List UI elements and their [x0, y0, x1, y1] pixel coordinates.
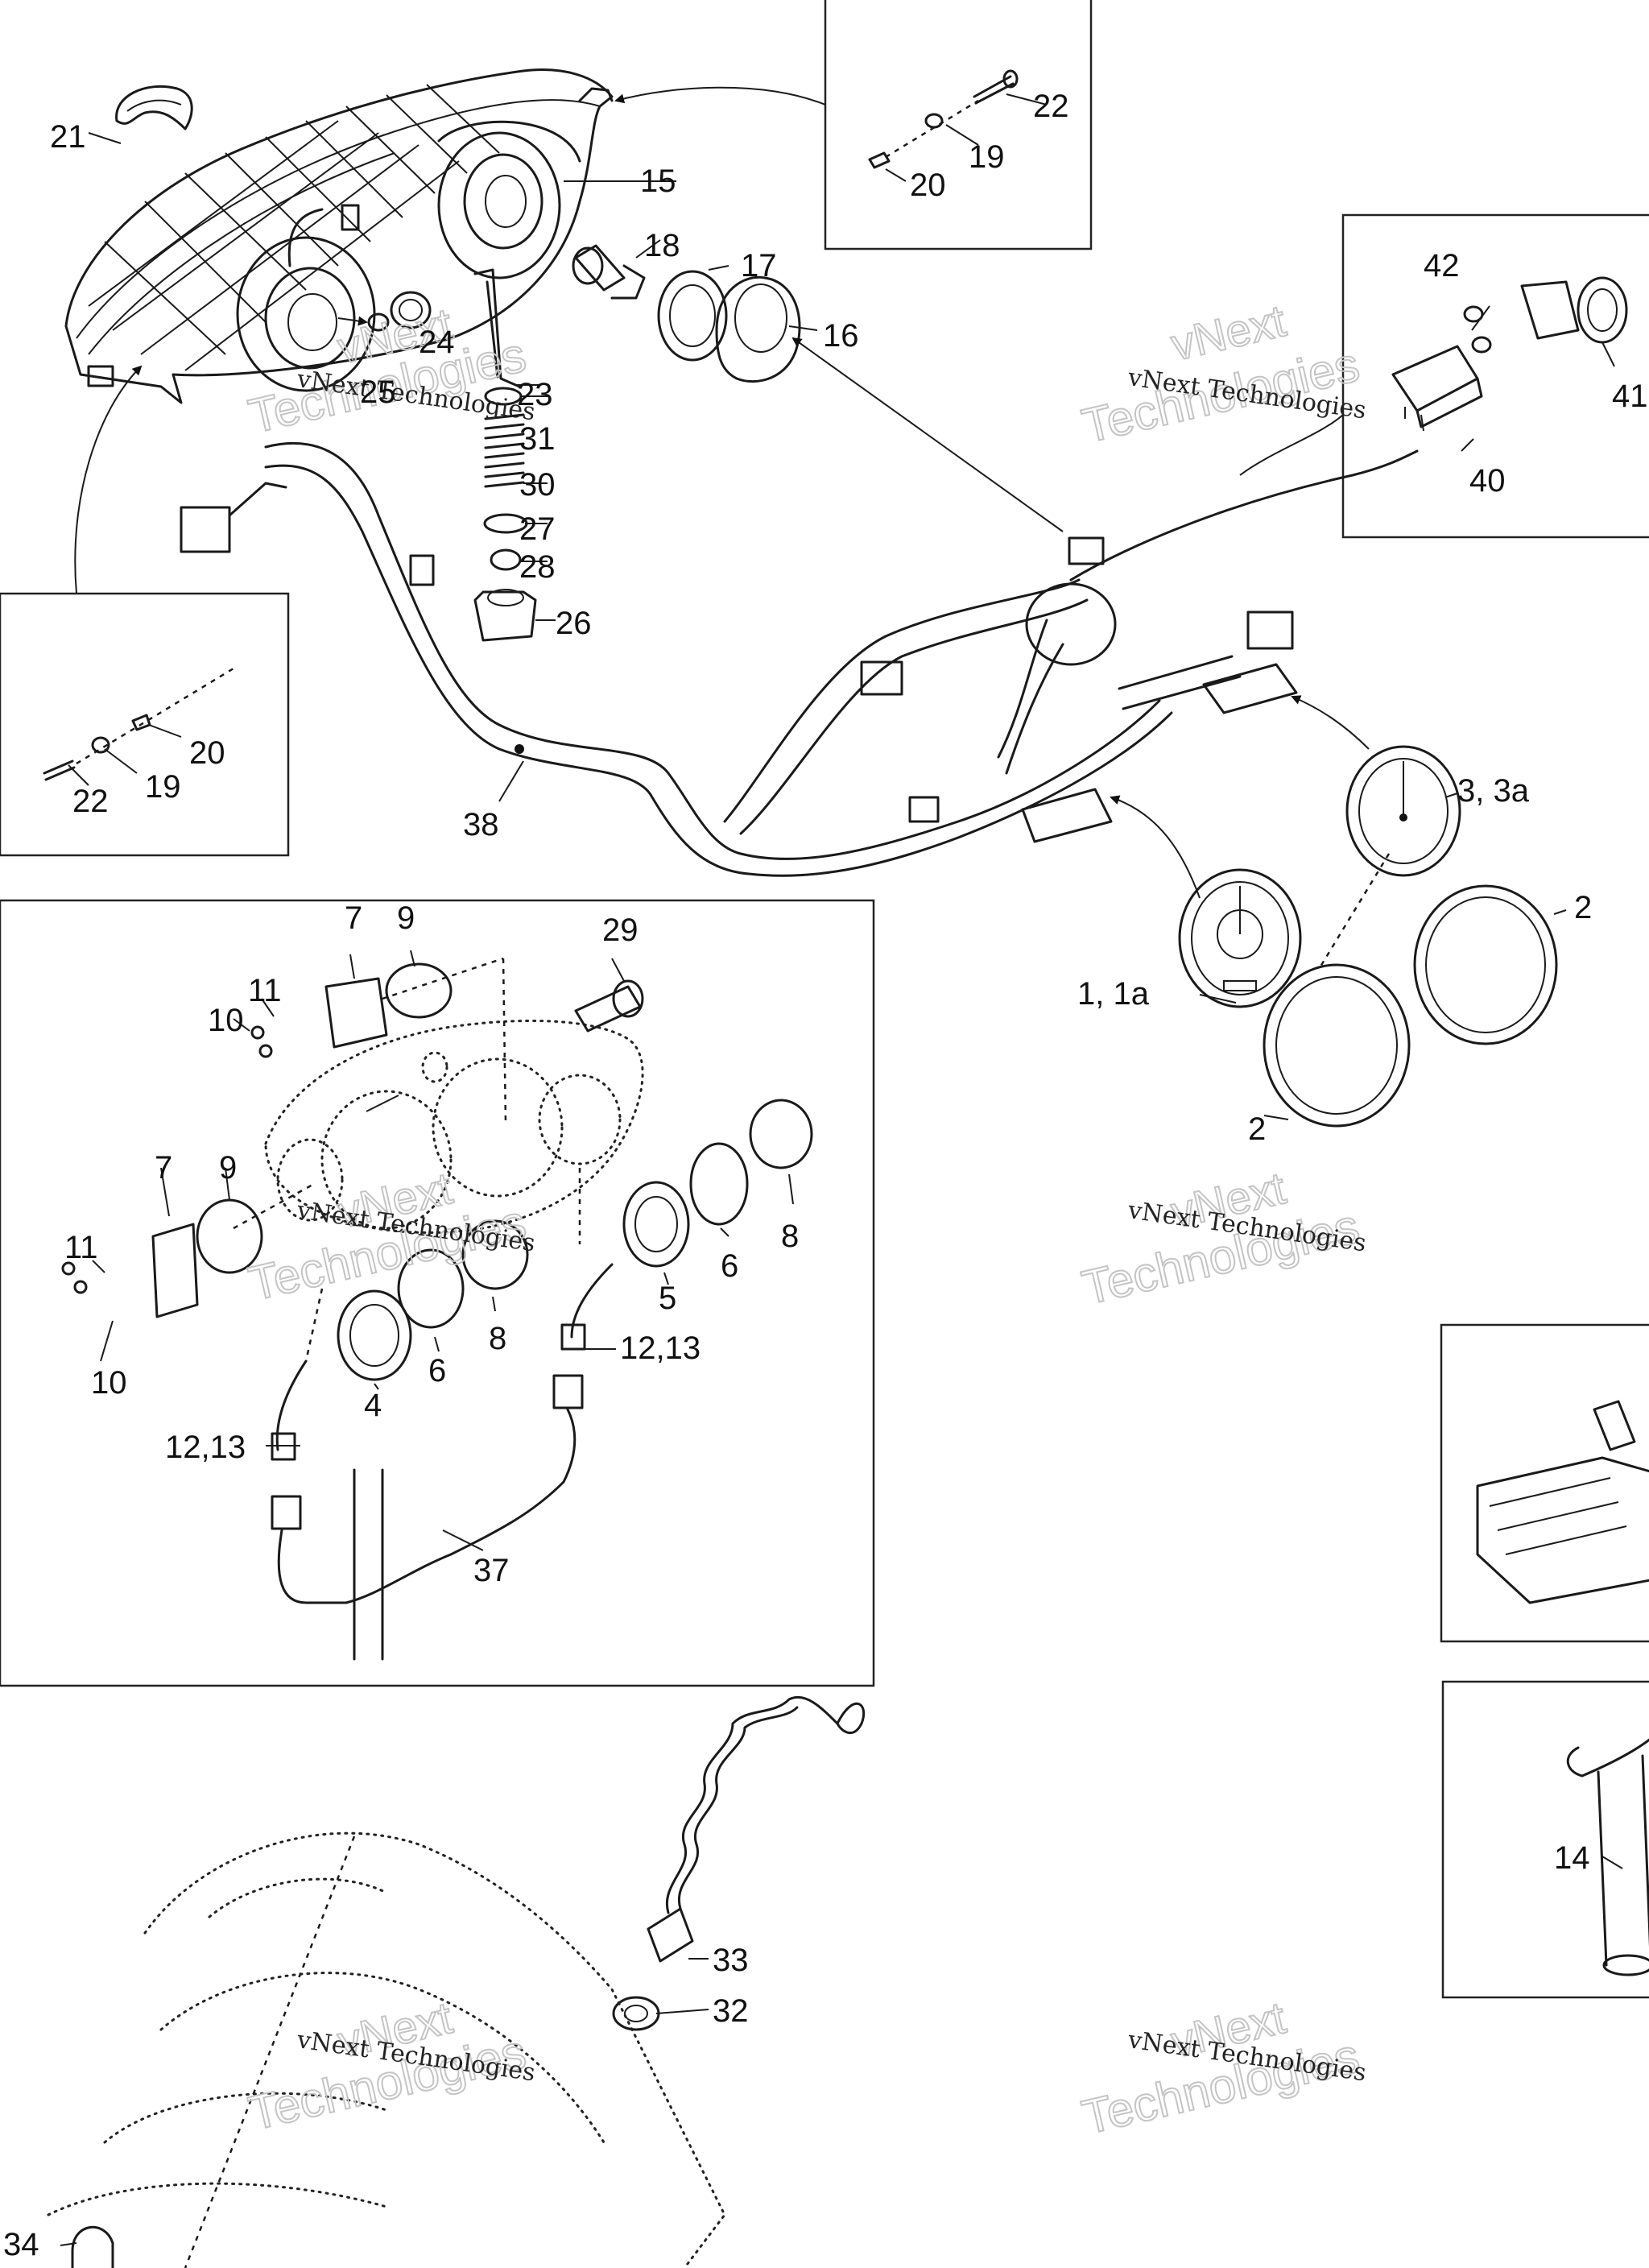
callout-8-center: 8 [489, 1321, 506, 1356]
watermark-3: vNext Technologies vNext Technologies [243, 1161, 537, 1312]
safety-lanyard [612, 1695, 866, 2031]
callout-32: 32 [713, 1993, 749, 2029]
callout-3: 3, 3a [1457, 773, 1530, 809]
adjuster-stack [473, 387, 537, 642]
callout-20-top: 20 [910, 168, 946, 203]
callout-4: 4 [364, 1388, 382, 1423]
sensor-detail-frame [1441, 1680, 1649, 1999]
callout-2-lower: 2 [1248, 1111, 1266, 1147]
explode-lines [233, 853, 1391, 1362]
callout-38: 38 [463, 807, 499, 842]
frames [0, 0, 1649, 1999]
fuse-box-detail-frame [1440, 1323, 1649, 1643]
nut-part-42 [1463, 305, 1492, 354]
callout-27: 27 [519, 511, 556, 547]
callout-5: 5 [659, 1281, 676, 1316]
sensor-part-14 [1567, 1738, 1649, 1976]
callout-10-top: 10 [208, 1003, 244, 1038]
callout-11-top: 11 [248, 973, 282, 1008]
watermark-4: vNext Technologies vNext Technologies [1077, 1161, 1368, 1316]
callout-7-top: 7 [345, 900, 362, 936]
callout-14: 14 [1554, 1840, 1590, 1876]
watermark-2: vNext Technologies vNext Technologies [1077, 294, 1368, 454]
cluster-inner-parts [61, 962, 813, 1661]
bezel-ring-part-2-lower [1263, 963, 1411, 1128]
relay-part-40 [1391, 345, 1483, 432]
callout-31: 31 [519, 421, 556, 457]
callout-12-13-right: 12,13 [620, 1331, 701, 1366]
bulb-part-18 [572, 244, 646, 300]
callout-6-center: 6 [428, 1353, 446, 1389]
cap-part-16 [715, 275, 801, 383]
ring-part-17 [657, 270, 728, 362]
callout-6-right: 6 [721, 1248, 738, 1284]
wire-harness-part-38 [180, 441, 1419, 877]
fastener-detail-frame-top [824, 0, 1093, 250]
callout-1: 1, 1a [1077, 976, 1150, 1012]
callout-12-13-left: 12,13 [165, 1430, 246, 1465]
callout-30: 30 [519, 467, 556, 503]
callout-8-right: 8 [781, 1219, 799, 1254]
watermark-5: vNext Technologies vNext Technologies [243, 1991, 537, 2142]
callout-9-top: 9 [397, 900, 415, 936]
instrument-cluster-housing [264, 1019, 644, 1234]
callout-19-top: 19 [969, 139, 1005, 175]
callout-2-upper: 2 [1574, 890, 1592, 925]
callout-26: 26 [556, 606, 592, 641]
callout-20-left: 20 [189, 735, 225, 771]
callout-40: 40 [1469, 463, 1506, 499]
fastener-detail-frame-left [0, 592, 290, 857]
fastener-set-top [868, 69, 1019, 169]
callout-25: 25 [360, 375, 396, 410]
callout-18: 18 [644, 228, 680, 263]
bezel-ring-part-2-upper [1413, 884, 1558, 1045]
callout-41: 41 [1612, 379, 1648, 414]
callout-19-left: 19 [145, 769, 181, 805]
bracket-part-41 [1520, 276, 1628, 344]
callout-34: 34 [3, 2227, 39, 2262]
vent-tube-part-23 [473, 268, 521, 388]
callout-11-left: 11 [64, 1230, 98, 1265]
fuse-box [1476, 1400, 1649, 1604]
tachometer-part-3 [1345, 745, 1461, 877]
callout-33: 33 [713, 1943, 749, 1978]
callout-10-left: 10 [91, 1365, 127, 1401]
speedometer-part-1 [1178, 868, 1302, 1008]
callout-labels: 21 15 22 19 20 18 17 16 24 25 23 31 30 2… [3, 89, 1648, 2262]
callout-9-left: 9 [219, 1150, 237, 1186]
clip-part-21 [115, 85, 193, 130]
watermark-6: vNext Technologies vNext Technologies [1077, 1991, 1368, 2146]
callout-42: 42 [1424, 248, 1460, 284]
callout-29: 29 [602, 913, 639, 948]
callout-21: 21 [50, 119, 86, 155]
callout-28: 28 [519, 549, 556, 585]
callout-7-left: 7 [155, 1150, 172, 1186]
cluster-detail-frame [0, 899, 875, 1687]
watermarks: vNext Technologies vNext Technologies vN… [243, 294, 1368, 2146]
leader-lines [60, 86, 1623, 2246]
callout-22-left: 22 [72, 784, 109, 819]
callout-17: 17 [741, 248, 777, 284]
callout-23: 23 [517, 377, 553, 412]
headlight-assembly [64, 68, 614, 404]
callout-16: 16 [823, 318, 859, 354]
callout-37: 37 [473, 1553, 510, 1588]
console-outline [47, 1831, 726, 2268]
callout-24: 24 [419, 325, 455, 360]
callout-15: 15 [640, 163, 676, 199]
relay-detail-frame [1341, 213, 1649, 539]
callout-22-top: 22 [1033, 89, 1069, 124]
grommet-part-24 [367, 291, 432, 332]
